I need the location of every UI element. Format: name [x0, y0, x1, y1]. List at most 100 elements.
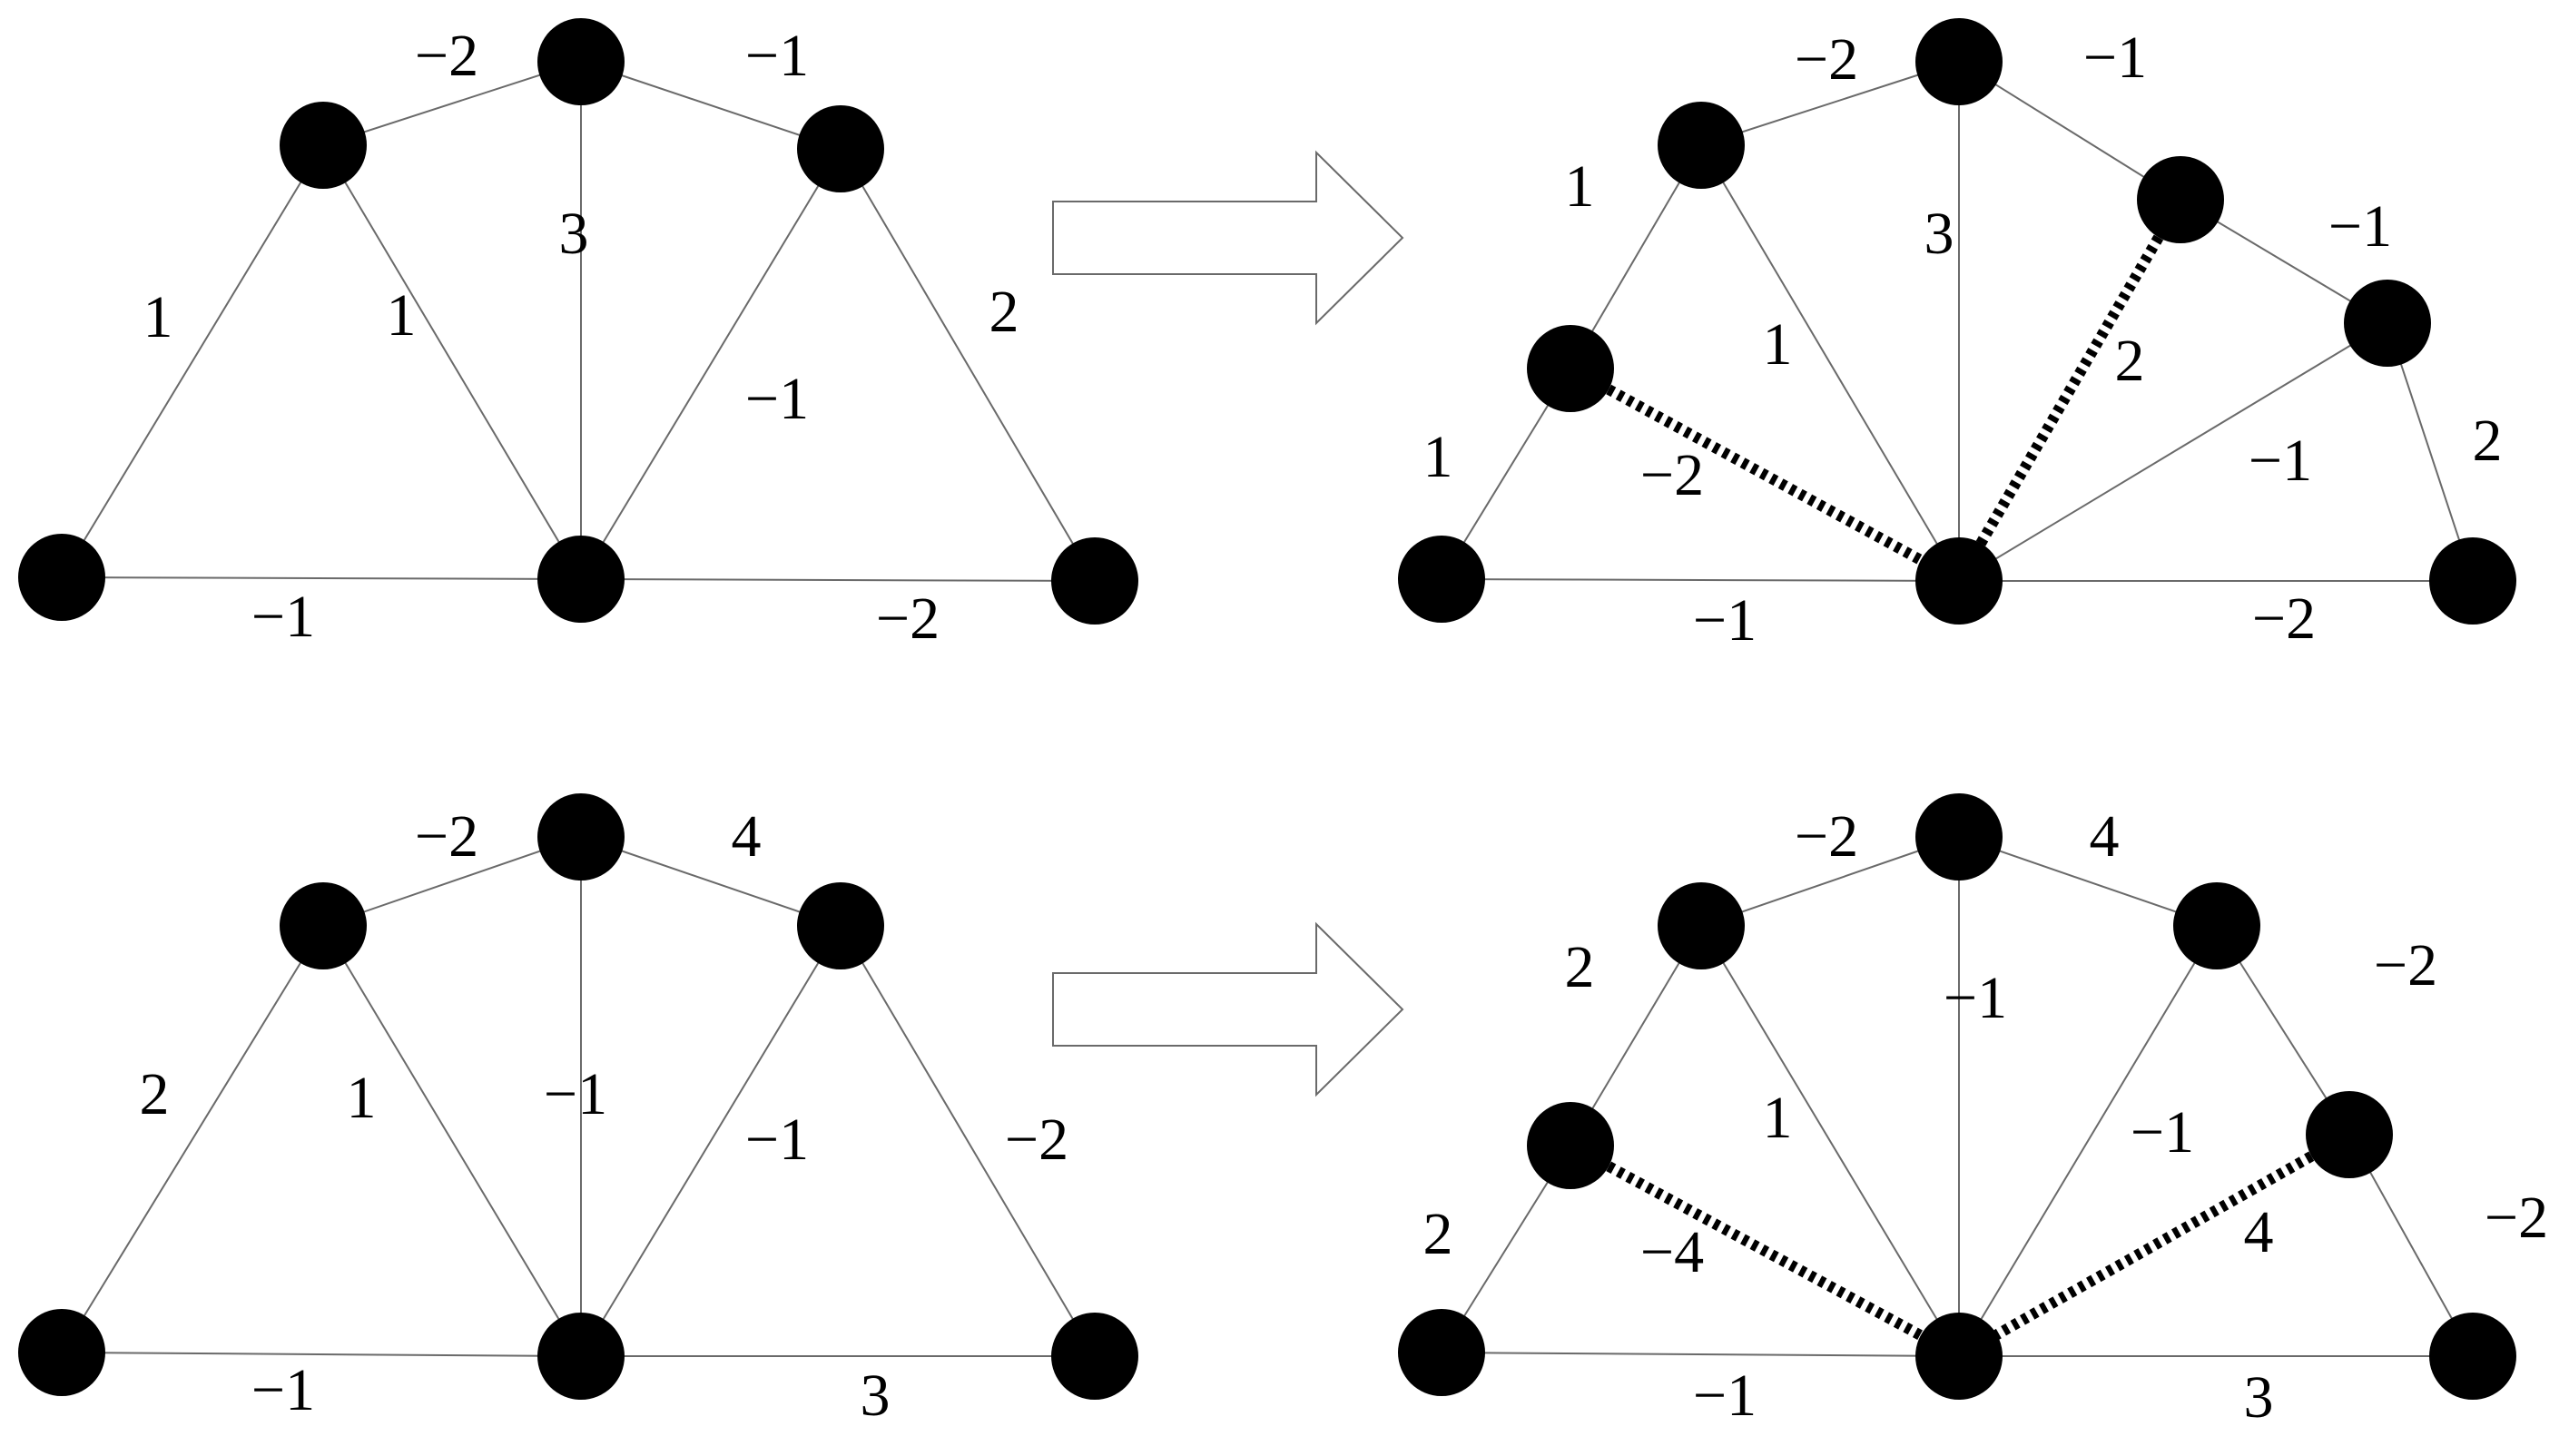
edge: [1700, 836, 1960, 927]
edge: [580, 925, 842, 1357]
edge: [1441, 1352, 1960, 1357]
edge: [322, 144, 582, 580]
edge: [1700, 61, 1960, 146]
edge: [61, 576, 582, 580]
edge-weight-label: 1: [1763, 311, 1793, 378]
edge-weight-label: −1: [2249, 428, 2312, 494]
edge: [580, 61, 842, 150]
edge-weight-label: −1: [544, 1061, 607, 1127]
edge: [2387, 322, 2474, 582]
dashed-edge: [1568, 1140, 1962, 1362]
graph-node: [1527, 325, 1614, 412]
transition-arrow-top: [1052, 150, 1404, 326]
graph-node: [1398, 1309, 1485, 1396]
edge-weight-label: 2: [2473, 408, 2503, 474]
graph-node: [2173, 882, 2260, 969]
edge-weight-label: 4: [2244, 1199, 2274, 1265]
graph-node: [1915, 537, 2003, 625]
graph-node: [797, 105, 884, 192]
graph-node: [280, 882, 367, 969]
panel-top-left: 1 −2 −1 2 −1 −2 1 3 −1: [18, 18, 1138, 652]
edge-weight-label: 1: [387, 282, 417, 349]
graph-node: [2344, 280, 2431, 367]
graph-node: [1658, 882, 1745, 969]
edge-weight-label: 2: [140, 1061, 170, 1127]
edge: [840, 925, 1096, 1357]
edge: [322, 61, 582, 146]
edge-weight-label: 4: [732, 803, 762, 870]
edge-weight-label: −2: [1005, 1107, 1068, 1173]
edge-weight-label: 1: [143, 284, 173, 350]
dashed-edge: [1954, 196, 2186, 585]
edge: [1700, 144, 1960, 582]
graph-node: [1915, 793, 2003, 880]
graph-node: [797, 882, 884, 969]
graph-node: [2429, 1313, 2516, 1400]
edge: [61, 1352, 582, 1357]
edge-weight-label: 2: [1565, 934, 1595, 1000]
edge-weight-label: 1: [347, 1065, 377, 1131]
graph-node: [1051, 537, 1138, 625]
graph-node: [537, 1313, 625, 1400]
edge: [840, 148, 1096, 582]
edge-weight-label: −2: [1795, 26, 1858, 93]
edge-weight-label: −1: [251, 1357, 315, 1423]
panel-bottom-left: 2 −2 4 −2 −1 3 1 −1 −1: [18, 793, 1138, 1429]
edge: [61, 925, 324, 1353]
edge-weight-label: −2: [2485, 1185, 2548, 1251]
edge-weight-label: −2: [2374, 932, 2437, 999]
graph-node: [2137, 156, 2224, 243]
edge-weight-label: 2: [1423, 1201, 1453, 1267]
edge: [1958, 836, 2218, 927]
graph-node: [537, 793, 625, 880]
edge-weight-label: 4: [2090, 803, 2120, 870]
edge-weight-label: −2: [415, 23, 478, 89]
dashed-edge: [1568, 363, 1962, 586]
graph-node: [1915, 1313, 2003, 1400]
edge: [580, 836, 842, 927]
dashed-edge: [1956, 1129, 2352, 1362]
edge-weight-label: −1: [1944, 965, 2007, 1031]
edge: [580, 578, 1096, 582]
edge-weight-label: 3: [2244, 1364, 2274, 1431]
panel-bottom-right: 2 2 −2 4 −2 −2 −1 3 1 −1 −1 −4 4: [1398, 793, 2548, 1431]
edge-weight-label: 1: [1565, 153, 1595, 220]
graph-node: [537, 18, 625, 105]
graph-node: [1398, 536, 1485, 623]
graph-node: [2429, 537, 2516, 625]
graph-node: [1527, 1102, 1614, 1189]
graph-node: [280, 102, 367, 189]
edge-weight-label: −1: [251, 584, 315, 650]
edge-weight-label: −1: [745, 23, 809, 89]
graph-node: [2306, 1091, 2393, 1178]
edge-weight-label: −1: [745, 1107, 809, 1173]
edge: [1700, 925, 1960, 1357]
graph-node: [1051, 1313, 1138, 1400]
edge-weight-label: −2: [876, 585, 940, 652]
edge-weight-label: −1: [2328, 193, 2392, 260]
edge-weight-label: 3: [559, 201, 589, 267]
edge-weight-label: −4: [1640, 1219, 1704, 1285]
edge: [1958, 925, 2218, 1357]
edge-weight-label: −2: [415, 803, 478, 870]
edge: [322, 925, 582, 1357]
edge-weight-label: 1: [1423, 424, 1453, 490]
edge: [1958, 322, 2388, 582]
edge-weight-label: 2: [989, 279, 1019, 345]
edge-weight-label: 2: [2115, 328, 2145, 394]
edge-weight-label: 3: [1924, 201, 1954, 267]
edge: [61, 144, 324, 578]
graph-node: [1658, 102, 1745, 189]
transition-arrow-bottom: [1052, 921, 1404, 1097]
edge-weight-label: −1: [1693, 1363, 1757, 1429]
edge-weight-label: 1: [1763, 1085, 1793, 1151]
edge-weight-label: −1: [2083, 25, 2147, 91]
edge-weight-label: 3: [861, 1363, 891, 1429]
edge: [322, 836, 582, 927]
edge-weight-label: −1: [2131, 1099, 2194, 1166]
graph-node: [18, 1309, 105, 1396]
edge: [580, 148, 842, 580]
edge-weight-label: −2: [2252, 585, 2316, 652]
edge: [1441, 578, 1960, 582]
